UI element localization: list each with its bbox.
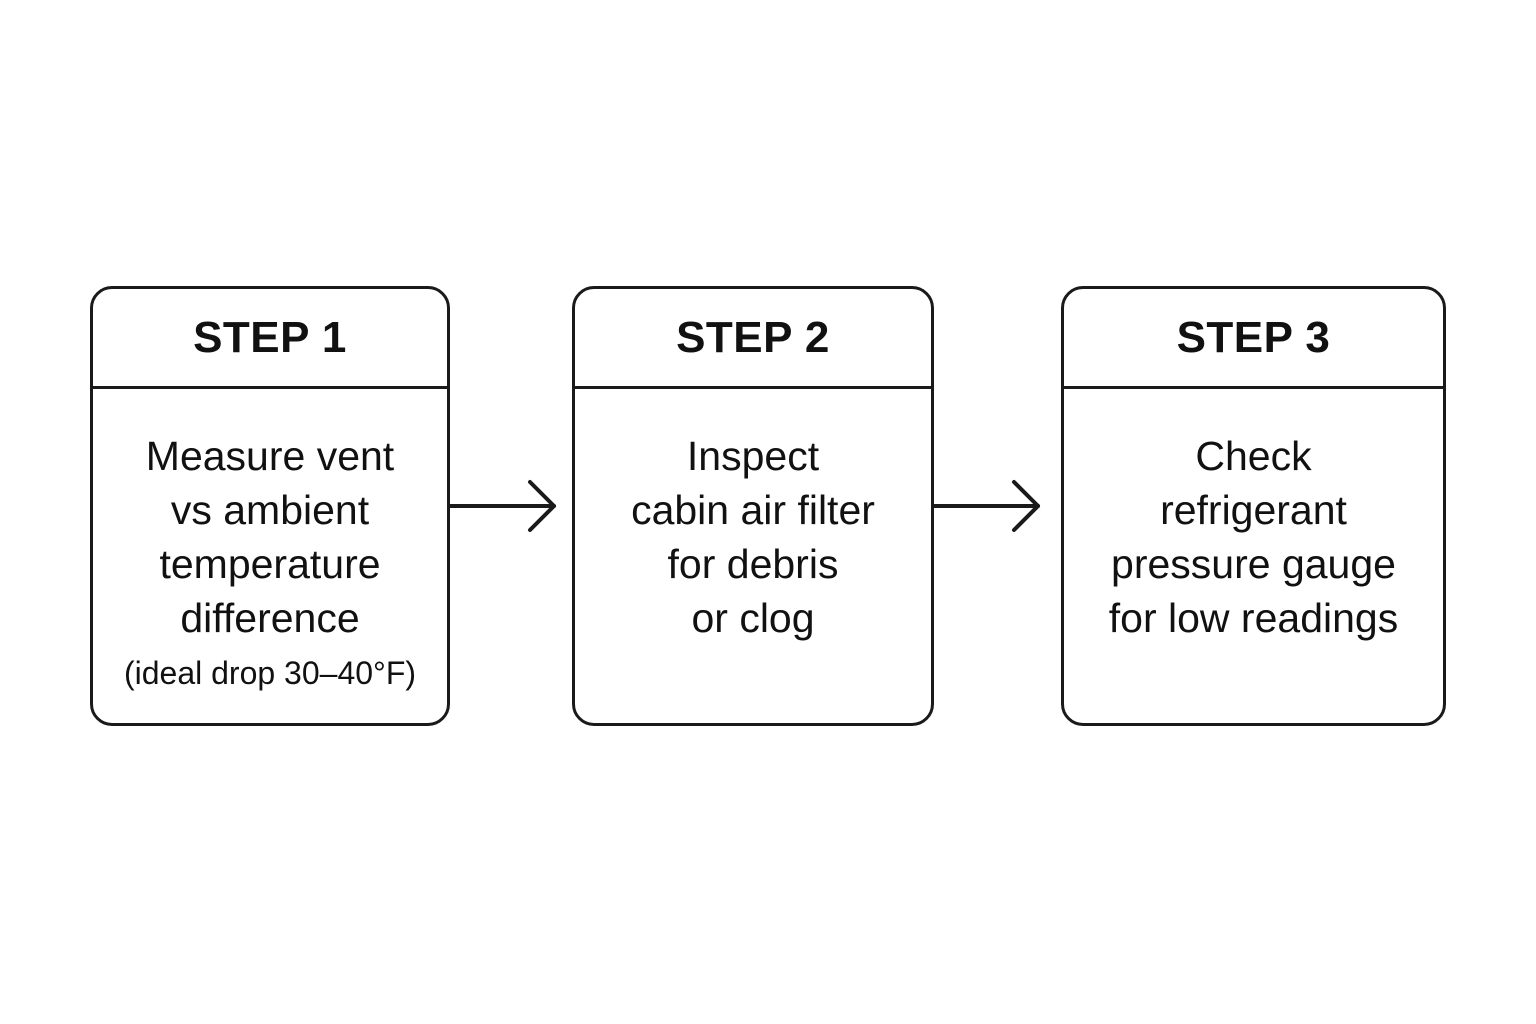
step-2-body: Inspect cabin air filter for debris or c… (575, 389, 931, 645)
right-arrow-icon (448, 480, 556, 532)
step-3-body: Check refrigerant pressure gauge for low… (1064, 389, 1443, 645)
step-1-box: STEP 1 Measure vent vs ambient temperatu… (90, 286, 450, 726)
step-2-box: STEP 2 Inspect cabin air filter for debr… (572, 286, 934, 726)
step-1-header: STEP 1 (93, 289, 447, 389)
step-3-header: STEP 3 (1064, 289, 1443, 389)
step-3-line-2: refrigerant (1160, 487, 1347, 533)
step-3-line-4: for low readings (1108, 595, 1399, 641)
step-1-body: Measure vent vs ambient temperature diff… (93, 389, 447, 701)
step-3-line-1: Check (1195, 433, 1312, 479)
step-3-box: STEP 3 Check refrigerant pressure gauge … (1061, 286, 1446, 726)
step-2-line-2: cabin air filter (631, 487, 875, 533)
step-1-title: STEP 1 (193, 312, 347, 362)
step-1-note: (ideal drop 30–40°F) (123, 655, 417, 691)
step-2-title: STEP 2 (676, 312, 830, 362)
step-1-line-1: Measure vent (145, 433, 395, 479)
step-2-header: STEP 2 (575, 289, 931, 389)
step-1-line-2: vs ambient (170, 487, 370, 533)
step-2-line-3: for debris (667, 541, 839, 587)
right-arrow-icon (932, 480, 1040, 532)
step-3-title: STEP 3 (1176, 312, 1331, 362)
step-1-line-4: difference (180, 595, 360, 641)
step-2-line-1: Inspect (686, 433, 820, 479)
step-2-line-4: or clog (691, 595, 815, 641)
step-3-line-3: pressure gauge (1111, 541, 1396, 587)
step-1-line-3: temperature (159, 541, 381, 587)
